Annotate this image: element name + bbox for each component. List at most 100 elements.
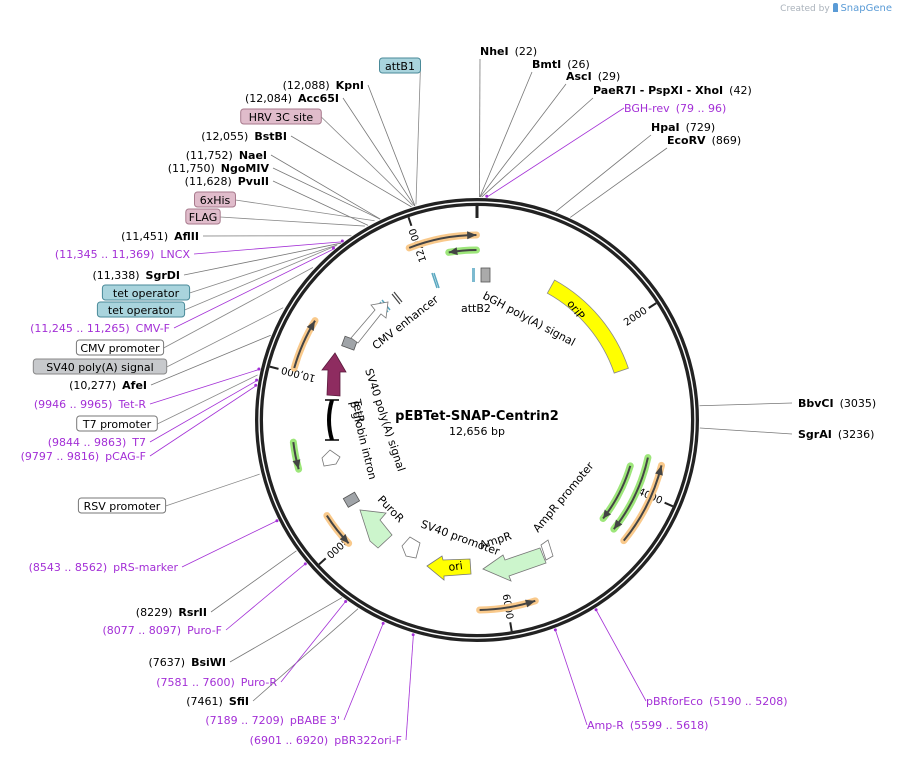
enzyme-position: (29) <box>598 70 621 83</box>
green-feature <box>445 246 480 256</box>
primer-site-marker <box>411 633 415 637</box>
enzyme-position: (11,752) <box>186 149 233 162</box>
primer-site-marker <box>255 378 259 382</box>
primer-leader <box>149 385 257 457</box>
enzyme-position: (3236) <box>838 428 875 441</box>
primer-range: (9844 .. 9863) <box>48 436 127 449</box>
enzyme-position: (12,055) <box>201 130 248 143</box>
enzyme-position: (11,338) <box>92 269 139 282</box>
primer-site-marker <box>344 599 348 603</box>
feature-box <box>96 301 186 318</box>
enzyme-label-pvuii: (11,628)PvuII <box>185 175 269 188</box>
enzyme-position: (22) <box>515 45 538 58</box>
feature-box-label: RSV promoter <box>84 500 161 513</box>
feature-box-label: FLAG <box>189 211 218 224</box>
primer-range: (7189 .. 7209) <box>205 714 284 727</box>
intron-polya-block <box>342 491 361 508</box>
feature-box <box>75 339 165 356</box>
sv40-promoter-arrow <box>401 536 421 559</box>
primer-label: (7189 .. 7209)pBABE 3' <box>205 714 340 727</box>
primer-site-marker <box>340 239 344 243</box>
ori-label: ori <box>448 559 464 574</box>
tick-label: 2000 <box>622 305 649 328</box>
enzyme-label-kpni: (12,088)KpnI <box>283 79 364 92</box>
enzyme-leader <box>270 154 381 220</box>
primer-label: (9844 .. 9863)T7 <box>48 436 146 449</box>
feature-box-t7-promoter: T7 promoter <box>76 415 158 432</box>
tetr-arrow <box>321 352 347 397</box>
credit-prefix: Created by <box>780 4 830 14</box>
orange-feature-head <box>655 465 663 476</box>
plasmid-length: 12,656 bp <box>449 425 505 438</box>
enzyme-label-bstbi: (12,055)BstBI <box>201 130 287 143</box>
feature-leader <box>165 473 260 507</box>
enzyme-leader <box>481 97 594 198</box>
tick-mark <box>509 622 513 632</box>
primer-leader <box>173 248 335 329</box>
enzyme-name: AfeI <box>122 379 147 392</box>
orip-block <box>546 279 629 374</box>
primer-site-marker <box>303 562 307 566</box>
primer-label: (8543 .. 8562) pRS-marker <box>29 561 179 574</box>
enzyme-label-aflii: (11,451)AflII <box>121 230 199 243</box>
enzyme-label-rsrii: (8229)RsrII <box>136 606 207 619</box>
primer-range: (6901 .. 6920) <box>250 734 329 747</box>
enzyme-name: BsiWI <box>191 656 226 669</box>
credit-brand: SnapGene <box>840 3 892 14</box>
primer-name: pRS-marker <box>113 561 178 574</box>
tick-mark <box>318 557 327 566</box>
primer-leader <box>149 379 258 443</box>
tick-mark <box>664 501 674 508</box>
primer-name: pCAG-F <box>105 450 146 463</box>
green-feature-head <box>448 247 458 256</box>
enzyme-leader <box>183 242 342 276</box>
primer-site-marker <box>553 628 557 632</box>
feature-leader <box>163 267 314 349</box>
tick-mark <box>269 365 279 370</box>
primer-site-marker <box>381 621 385 625</box>
cmv-enhancer-arrow <box>350 301 389 344</box>
primer-label: (6901 .. 6920) pBR322ori-F <box>250 734 402 747</box>
puror-arrow <box>359 509 393 549</box>
primer-range: (9797 .. 9816) <box>21 450 100 463</box>
leader-lines <box>149 58 793 741</box>
primer-leader <box>149 368 260 405</box>
attb2-block <box>472 268 475 282</box>
primer-leader <box>343 622 384 721</box>
ori-arrow <box>426 555 472 581</box>
ampr-arrow <box>482 547 547 582</box>
primer-leader <box>181 519 279 568</box>
feature-box <box>185 208 221 225</box>
enzyme-position: (42) <box>729 84 752 97</box>
enzyme-label-bsiwi: (7637)BsiWI <box>148 656 226 669</box>
enzyme-name: NgoMIV <box>221 162 270 175</box>
orange-feature-head <box>524 599 536 608</box>
feature-box-label: tet operator <box>108 304 175 317</box>
enzyme-leader <box>555 134 652 212</box>
primer-site-marker <box>331 246 335 250</box>
backbone <box>255 198 699 642</box>
enzyme-label-sgrdi: (11,338)SgrDI <box>92 269 180 282</box>
enzyme-name: RsrII <box>178 606 207 619</box>
primer-site-marker <box>275 519 279 523</box>
enzyme-name: NheI <box>480 45 509 58</box>
enzyme-leader <box>367 84 416 206</box>
primer-range: (9946 .. 9965) <box>34 398 113 411</box>
enzyme-name: AflII <box>174 230 199 243</box>
orange-feature <box>290 317 319 372</box>
orange-feature <box>476 597 539 614</box>
enzyme-leader <box>272 180 369 226</box>
enzyme-position: (7461) <box>186 695 223 708</box>
enzyme-leader <box>252 608 359 702</box>
primer-range: (8543 .. 8562) <box>29 561 108 574</box>
primer-leader <box>486 107 625 198</box>
enzyme-position: (12,088) <box>283 79 330 92</box>
enzyme-label-asci: AscI(29) <box>566 70 620 83</box>
feature-leader <box>220 216 365 227</box>
primer-name: pBR322ori-F <box>334 734 402 747</box>
enzyme-name: HpaI <box>651 121 680 134</box>
enzyme-name: NaeI <box>239 149 267 162</box>
feature-leader <box>184 245 337 311</box>
orange-feature-head <box>467 231 477 240</box>
primer-leader <box>405 633 414 741</box>
